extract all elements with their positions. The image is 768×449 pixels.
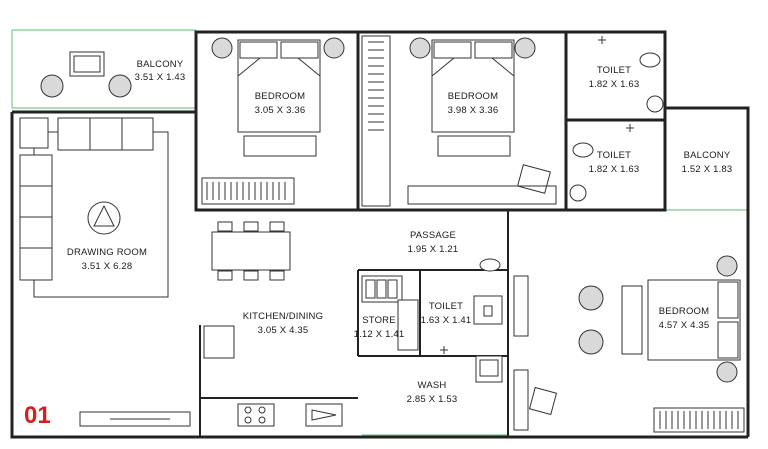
bedroom-1-furniture xyxy=(201,37,345,205)
drawing-room-furniture xyxy=(19,117,169,298)
room-name-wash: WASH xyxy=(418,380,447,391)
unit-number: 01 xyxy=(24,402,51,429)
room-labels: BALCONY 3.51 X 1.43 BEDROOM 3.05 X 3.36 … xyxy=(67,59,732,405)
bedroom-3-furniture xyxy=(513,255,745,433)
toilet-middle-fixtures xyxy=(440,258,503,354)
room-name-drawing-room: DRAWING ROOM xyxy=(67,247,147,258)
room-name-balcony-1: BALCONY xyxy=(137,59,184,70)
room-name-store: STORE xyxy=(362,315,396,326)
room-size-balcony-2: 1.52 X 1.83 xyxy=(682,164,733,175)
room-name-passage: PASSAGE xyxy=(410,230,456,241)
walls xyxy=(10,30,750,439)
room-size-passage: 1.95 X 1.21 xyxy=(408,244,459,255)
room-size-toilet-1: 1.82 X 1.63 xyxy=(589,79,640,90)
room-name-toilet-3: TOILET xyxy=(429,301,463,312)
room-size-wash: 2.85 X 1.53 xyxy=(407,394,458,405)
bedroom-2-furniture xyxy=(361,35,557,207)
kitchen-fixtures xyxy=(79,325,343,427)
room-size-kitchen-dining: 3.05 X 4.35 xyxy=(258,325,309,336)
toilet-lower-fixtures xyxy=(569,124,634,202)
room-size-toilet-3: 1.63 X 1.41 xyxy=(421,315,472,326)
dining-table xyxy=(211,221,291,281)
store-shelves xyxy=(361,275,419,351)
room-size-balcony-1: 3.51 X 1.43 xyxy=(135,72,186,83)
room-name-bedroom-1: BEDROOM xyxy=(255,91,306,102)
room-size-toilet-2: 1.82 X 1.63 xyxy=(589,164,640,175)
room-size-bedroom-1: 3.05 X 3.36 xyxy=(255,105,306,116)
room-name-toilet-2: TOILET xyxy=(597,150,631,161)
room-name-bedroom-3: BEDROOM xyxy=(659,306,710,317)
balcony-furniture xyxy=(40,51,132,98)
room-name-kitchen-dining: KITCHEN/DINING xyxy=(243,311,323,322)
room-name-balcony-2: BALCONY xyxy=(684,150,731,161)
toilet-upper-fixtures xyxy=(598,36,664,113)
wash-fixtures xyxy=(475,355,503,383)
room-size-bedroom-2: 3.98 X 3.36 xyxy=(448,105,499,116)
room-name-toilet-1: TOILET xyxy=(597,65,631,76)
room-size-drawing-room: 3.51 X 6.28 xyxy=(82,261,133,272)
room-name-bedroom-2: BEDROOM xyxy=(448,91,499,102)
room-size-bedroom-3: 4.57 X 4.35 xyxy=(659,320,710,331)
room-size-store: 1.12 X 1.41 xyxy=(354,329,405,340)
